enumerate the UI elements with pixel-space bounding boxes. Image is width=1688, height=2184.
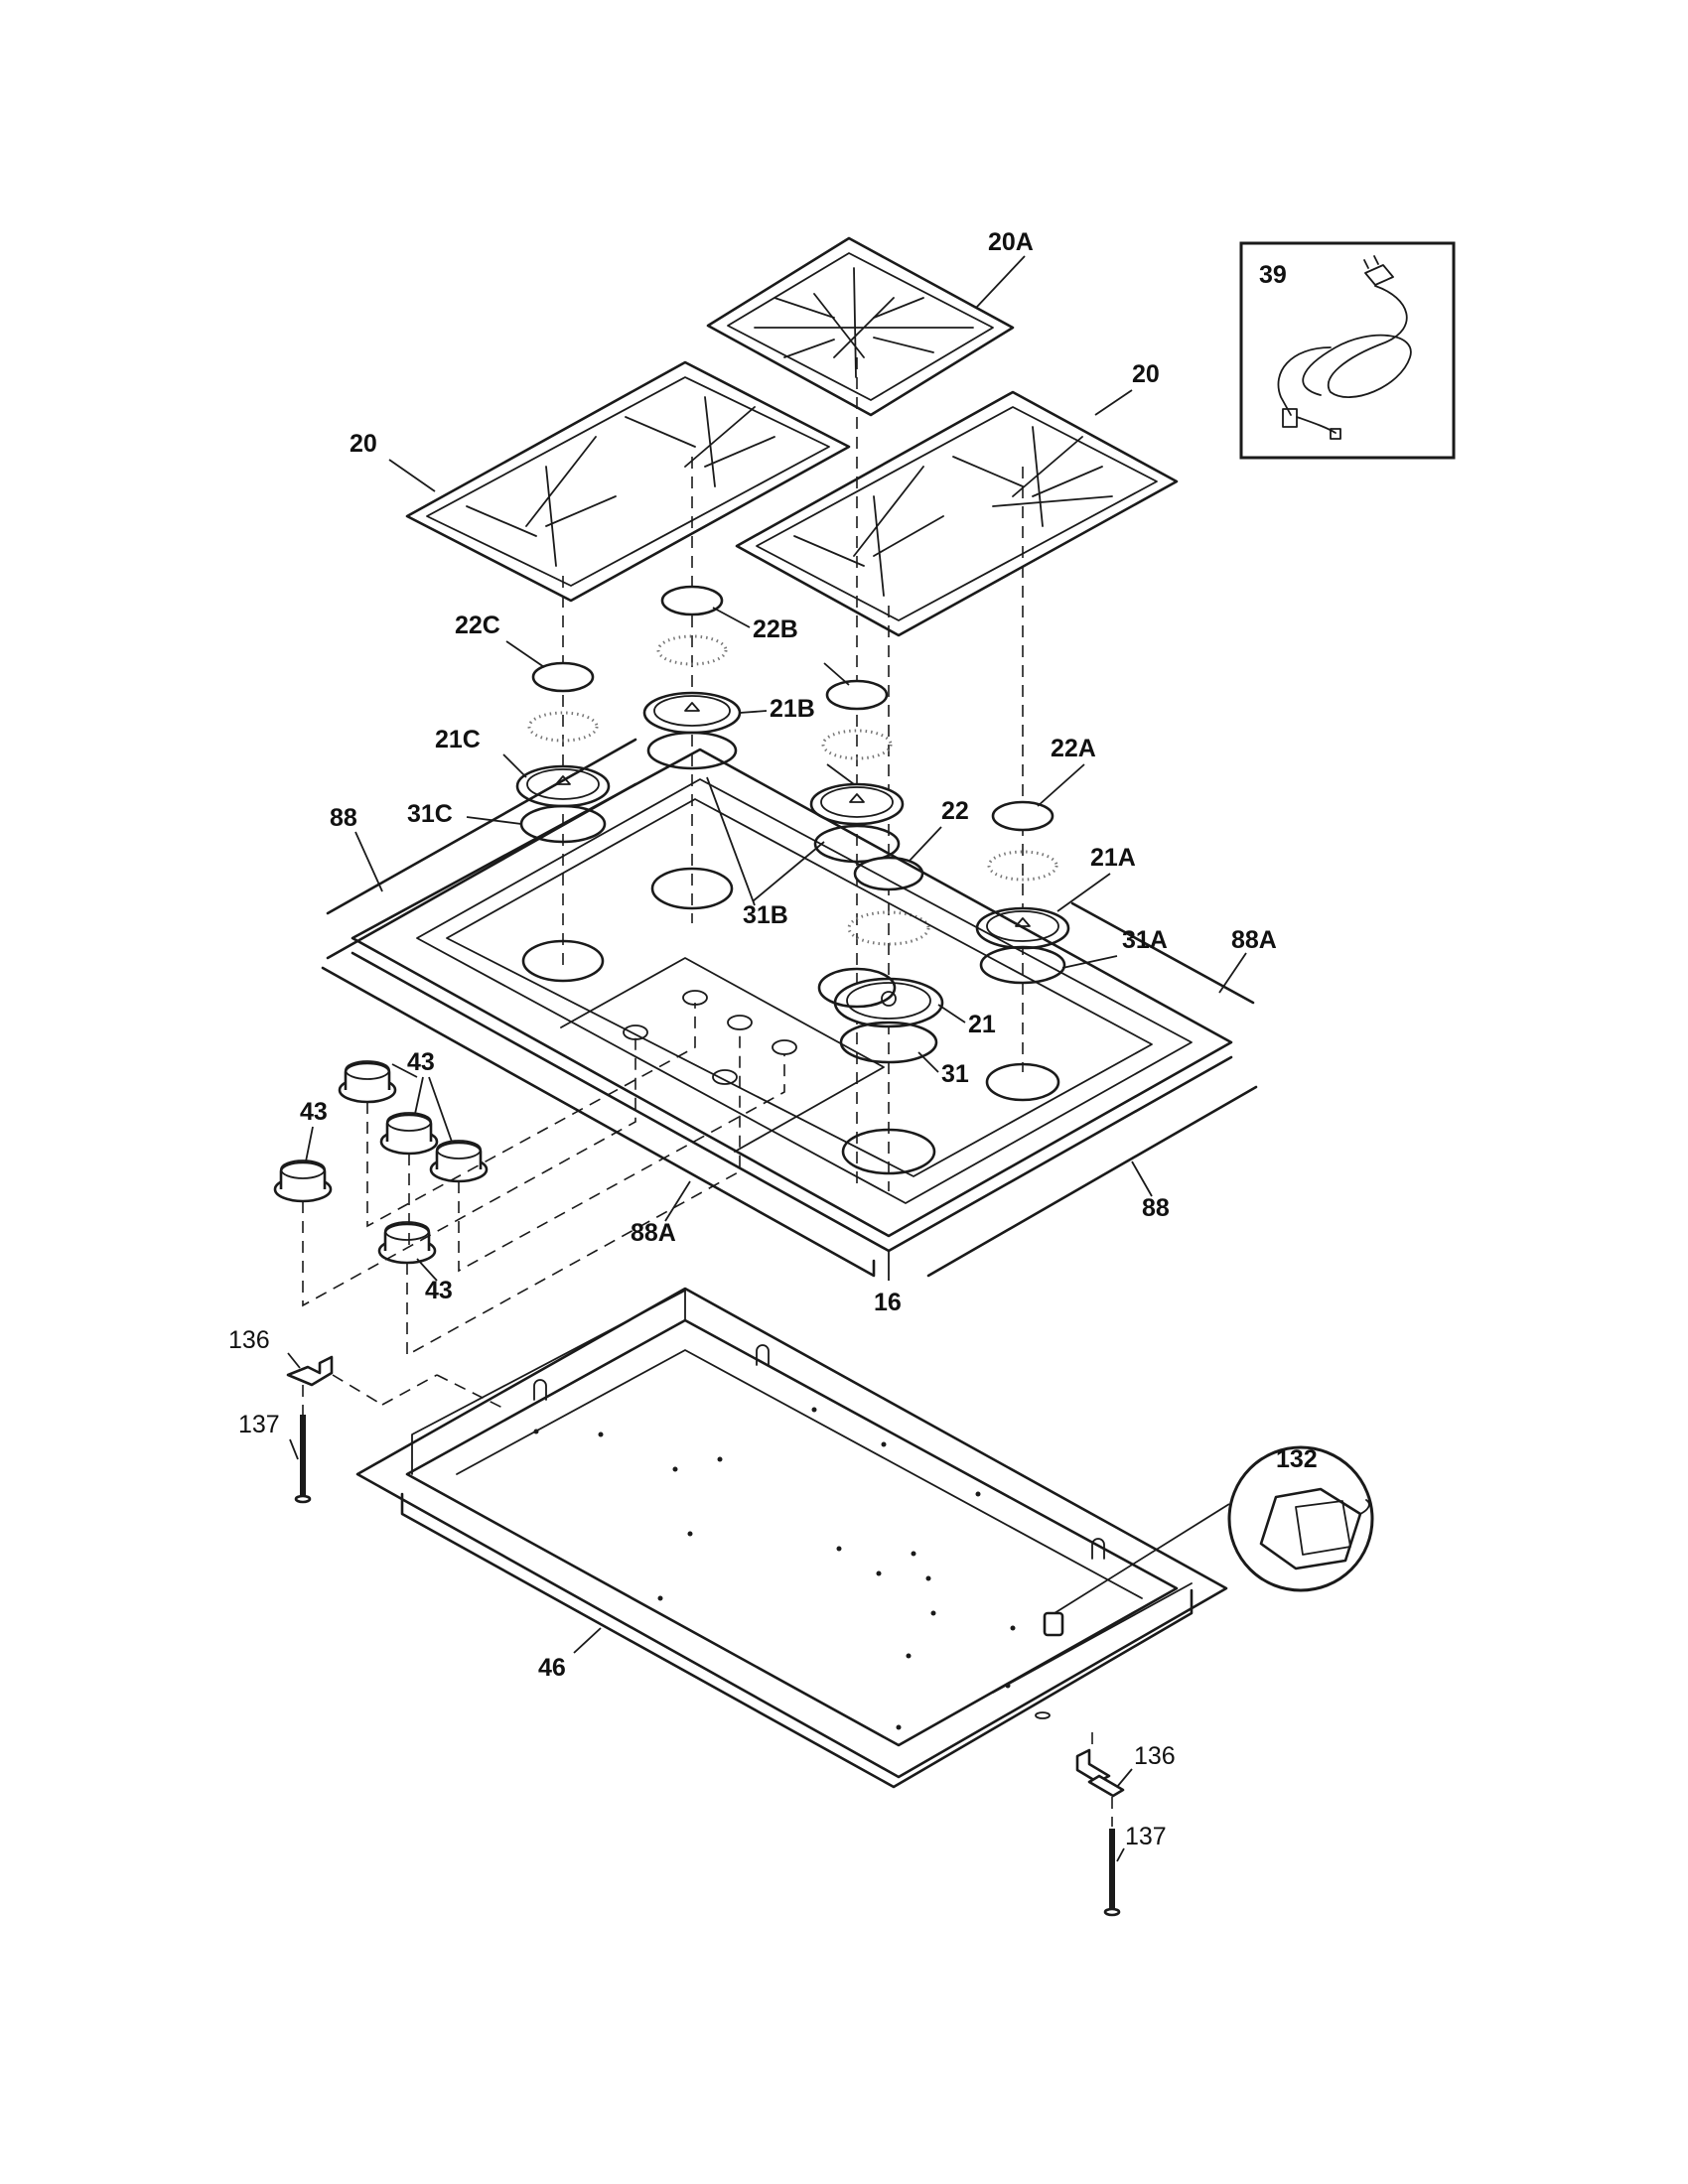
- knob-4: [273, 1160, 333, 1203]
- screw-137-left: [294, 1385, 312, 1504]
- label-20-right: 20: [1132, 360, 1160, 388]
- label-21: 21: [968, 1011, 996, 1038]
- leader-lines: [287, 255, 1247, 1862]
- power-cord-icon: [1277, 255, 1412, 440]
- label-21C: 21C: [435, 726, 481, 753]
- label-136-left: 136: [228, 1326, 270, 1354]
- label-21A: 21A: [1090, 844, 1136, 872]
- control-knobs: [273, 1003, 785, 1357]
- label-31A: 31A: [1122, 926, 1168, 954]
- label-43-top: 43: [407, 1048, 435, 1076]
- part-labels: 20A 20 20 22C 22B 21B 21C 22A 22 21A 88 …: [228, 228, 1277, 1850]
- screw-137-right: [1103, 1829, 1121, 1917]
- label-21B-rear: 21B: [770, 695, 815, 723]
- cooktop-16: [351, 748, 1233, 1253]
- label-88-bottom: 88: [1142, 1194, 1170, 1222]
- knob-3: [429, 1140, 489, 1183]
- label-31: 31: [941, 1060, 969, 1088]
- label-39: 39: [1259, 261, 1287, 289]
- burner-assembly-main: [833, 856, 944, 1064]
- burner-assembly-a: [975, 800, 1070, 985]
- label-22B-top: 22B: [753, 615, 798, 643]
- burner-assembly-b-rear: [642, 585, 742, 770]
- label-137-left: 137: [238, 1411, 280, 1438]
- knob-1: [338, 1060, 397, 1104]
- label-136-right: 136: [1134, 1742, 1176, 1770]
- burner-assembly-b: [809, 679, 905, 864]
- bracket-136-right: [1075, 1732, 1125, 1827]
- label-31B: 31B: [743, 901, 788, 929]
- knob-5: [377, 1221, 437, 1265]
- grate-20A: [706, 236, 1015, 417]
- label-22A: 22A: [1051, 735, 1096, 762]
- burner-box-46: [355, 1287, 1228, 1789]
- label-88-left: 88: [330, 804, 357, 832]
- bracket-136-left: [286, 1355, 507, 1411]
- label-132: 132: [1276, 1445, 1318, 1473]
- label-22: 22: [941, 797, 969, 825]
- label-88A-right: 88A: [1231, 926, 1277, 954]
- label-88A-bottom: 88A: [631, 1219, 676, 1247]
- burner-assembly-c: [515, 661, 611, 844]
- label-43-bottom: 43: [425, 1277, 453, 1304]
- label-43-left: 43: [300, 1098, 328, 1126]
- grate-20-right: [735, 390, 1179, 637]
- label-46: 46: [538, 1654, 566, 1682]
- knob-2: [379, 1112, 439, 1156]
- valve-holes: [623, 990, 797, 1085]
- power-cord-inset: 39: [1239, 241, 1456, 460]
- label-20-left: 20: [350, 430, 377, 458]
- label-16: 16: [874, 1289, 902, 1316]
- label-22C: 22C: [455, 612, 500, 639]
- mounting-holes: [533, 1407, 1016, 1730]
- spark-module-132: 132: [1043, 1445, 1374, 1637]
- label-20A: 20A: [988, 228, 1034, 256]
- grate-20-left: [405, 360, 851, 603]
- label-137-right: 137: [1125, 1823, 1167, 1850]
- label-31C: 31C: [407, 800, 453, 828]
